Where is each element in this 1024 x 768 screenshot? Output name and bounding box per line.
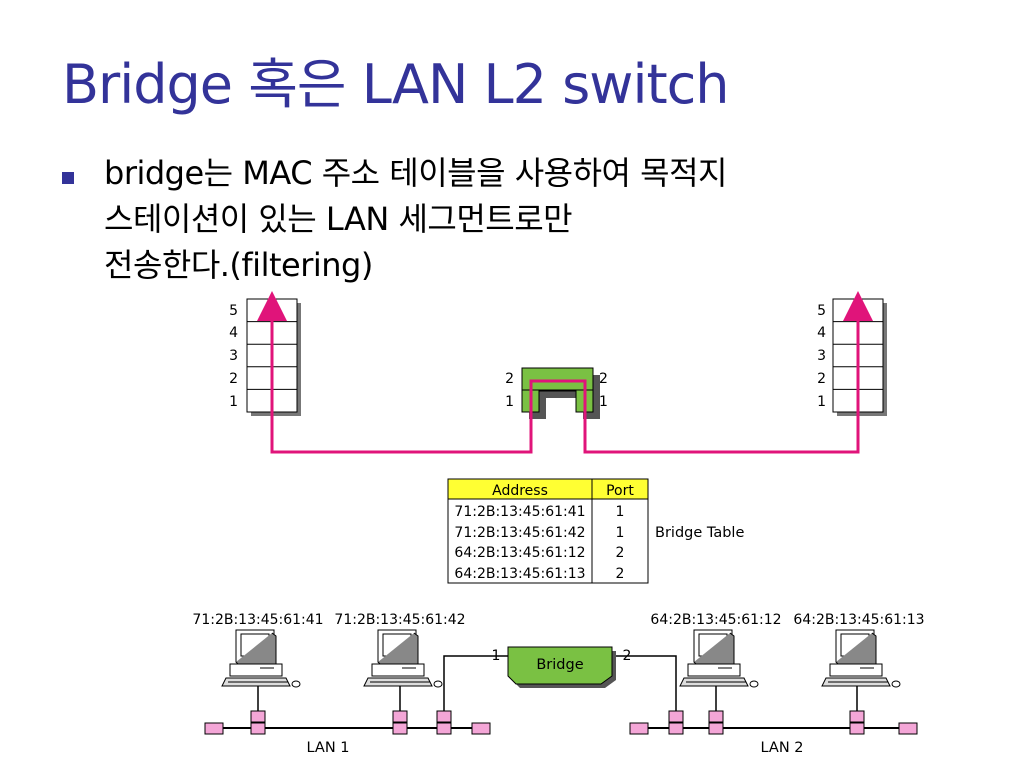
computer-icon [363, 629, 443, 688]
bullet-line-2: 스테이션이 있는 LAN 세그먼트로만 [104, 200, 573, 238]
layer-label: 1 [229, 394, 238, 410]
table-cell-port: 1 [616, 525, 625, 541]
computer-icon [679, 629, 759, 688]
bridge-device [507, 646, 616, 688]
table-cell-port: 2 [616, 545, 625, 561]
bridge-table-caption: Bridge Table [655, 525, 744, 541]
layer-label: 1 [817, 394, 826, 410]
bridge-layer-label: 2 [505, 371, 514, 387]
page-title: Bridge 혹은 LAN L2 switch [62, 53, 730, 116]
right-protocol-stack: 5 4 3 2 1 [817, 298, 887, 416]
table-header-address: Address [492, 483, 548, 499]
table-cell-port: 2 [616, 566, 625, 582]
station-address: 64:2B:13:45:61:13 [793, 612, 924, 628]
lan-label: LAN 2 [760, 740, 803, 756]
layer-label: 5 [817, 303, 826, 319]
bridge-label: Bridge [536, 657, 583, 673]
station-address: 71:2B:13:45:61:41 [192, 612, 323, 628]
table-cell-address: 64:2B:13:45:61:12 [454, 545, 585, 561]
layer-label: 3 [817, 348, 826, 364]
bullet-text: bridge는 MAC 주소 테이블을 사용하여 목적지 스테이션이 있는 LA… [104, 150, 964, 288]
table-header-port: Port [606, 483, 634, 499]
left-protocol-stack: 5 4 3 2 1 [229, 298, 301, 416]
computer-icon [221, 629, 301, 688]
computer-icon [821, 629, 901, 688]
layer-label: 2 [229, 371, 238, 387]
bullet-line-3: 전송한다.(filtering) [104, 246, 373, 284]
data-flow-path [270, 304, 860, 454]
bullet-marker [62, 172, 74, 184]
bridge-port-label: 2 [623, 648, 632, 664]
station-address: 71:2B:13:45:61:42 [334, 612, 465, 628]
table-cell-port: 1 [616, 504, 625, 520]
bridge-layer-label: 1 [505, 394, 514, 410]
table-cell-address: 64:2B:13:45:61:13 [454, 566, 585, 582]
bridge-layer-label: 1 [599, 394, 608, 410]
bridge-port-label: 1 [492, 648, 501, 664]
layer-label: 3 [229, 348, 238, 364]
layer-label: 2 [817, 371, 826, 387]
bridge-layer-label: 2 [599, 371, 608, 387]
layer-label: 4 [229, 325, 238, 341]
layer-label: 5 [229, 303, 238, 319]
bullet-line-1: bridge는 MAC 주소 테이블을 사용하여 목적지 [104, 154, 727, 192]
lan-label: LAN 1 [306, 740, 349, 756]
station-address: 64:2B:13:45:61:12 [650, 612, 781, 628]
lan-connectors [204, 710, 918, 735]
layer-label: 4 [817, 325, 826, 341]
bridge-table: Address Port 71:2B:13:45:61:41 1 71:2B:1… [447, 478, 649, 584]
bridge-protocol-stack: 2 1 2 1 [505, 367, 608, 419]
table-cell-address: 71:2B:13:45:61:42 [454, 525, 585, 541]
table-cell-address: 71:2B:13:45:61:41 [454, 504, 585, 520]
